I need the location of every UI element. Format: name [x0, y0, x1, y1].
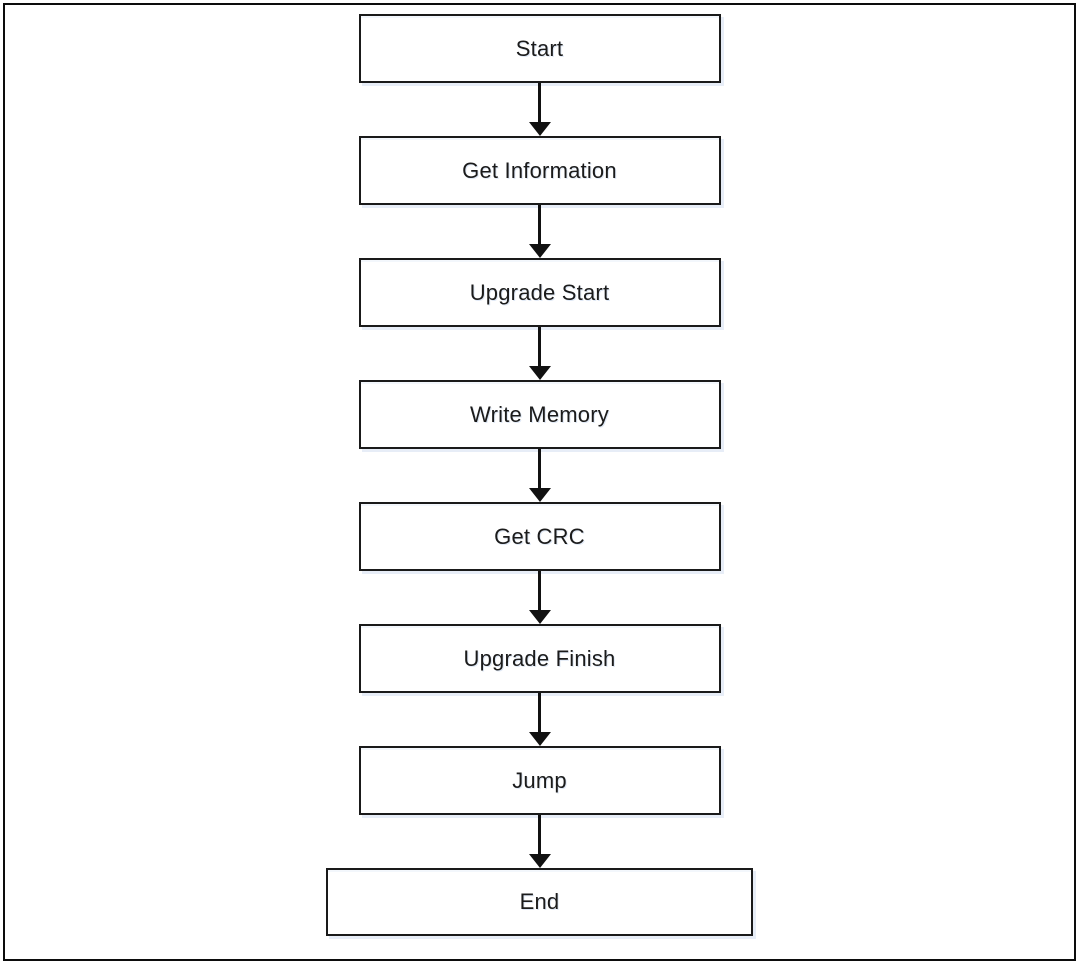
flow-node-end: End: [326, 868, 753, 936]
arrow-head: [528, 732, 551, 746]
node-label: End: [519, 889, 560, 914]
arrow-stem: [538, 449, 541, 488]
arrow-stem: [538, 83, 541, 122]
node-label: Jump: [512, 767, 567, 793]
arrow-stem: [538, 205, 541, 244]
flow-column: Start Get Information Upgrade Start: [5, 14, 1074, 936]
flow-node-start: Start: [358, 14, 721, 83]
arrow-head: [528, 854, 551, 868]
arrow-stem: [538, 327, 541, 366]
arrow-head: [528, 610, 551, 624]
arrow-head: [528, 488, 551, 502]
flow-node-upgrade-start: Upgrade Start: [358, 258, 721, 327]
arrow-down-icon: [528, 693, 552, 746]
flow-node-upgrade-finish: Upgrade Finish: [358, 624, 721, 693]
arrow-down-icon: [528, 327, 552, 380]
arrow-head: [528, 244, 551, 258]
node-label: Upgrade Finish: [463, 645, 616, 671]
arrow-stem: [538, 815, 541, 854]
flow-node-jump: Jump: [358, 746, 721, 815]
arrow-down-icon: [528, 449, 552, 502]
flow-node-write-memory: Write Memory: [358, 380, 721, 449]
node-label: Get CRC: [494, 523, 585, 549]
flow-node-get-crc: Get CRC: [358, 502, 721, 571]
arrow-stem: [538, 571, 541, 610]
node-label: Start: [515, 35, 564, 61]
diagram-frame: Start Get Information Upgrade Start: [3, 3, 1076, 961]
node-label: Write Memory: [470, 401, 609, 427]
arrow-stem: [538, 693, 541, 732]
node-label: Upgrade Start: [469, 279, 610, 305]
arrow-head: [528, 122, 551, 136]
arrow-down-icon: [528, 571, 552, 624]
flow-node-get-information: Get Information: [358, 136, 721, 205]
arrow-down-icon: [528, 83, 552, 136]
arrow-head: [528, 366, 551, 380]
arrow-down-icon: [528, 205, 552, 258]
node-label: Get Information: [462, 157, 617, 183]
arrow-down-icon: [528, 815, 552, 868]
